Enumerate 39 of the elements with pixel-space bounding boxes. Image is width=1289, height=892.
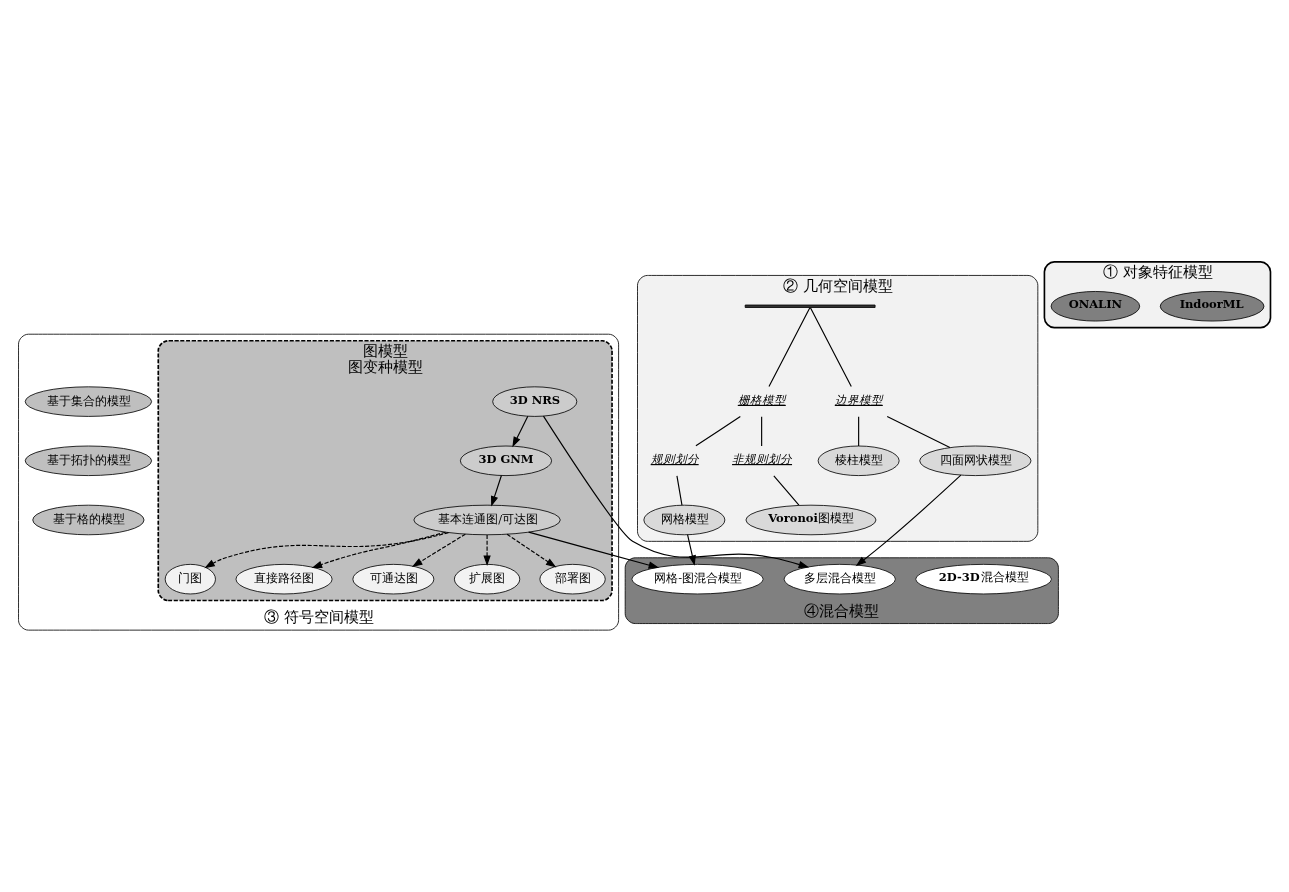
node-text: 非规则划分: [732, 452, 793, 467]
node-ellipse: 基本连通图/可达图: [413, 504, 561, 536]
connector: [676, 475, 683, 506]
arrow: [855, 474, 962, 567]
node-ellipse: 3D GNM: [459, 445, 552, 476]
connector: [768, 307, 811, 388]
connector: [886, 415, 951, 448]
connector: [773, 475, 800, 506]
arrow: [506, 533, 557, 568]
node-ellipse: Voronoi图模型: [745, 504, 877, 536]
node-ellipse: ONALIN: [1050, 291, 1141, 322]
node-ellipse: 基于格的模型: [32, 504, 145, 536]
connector: [858, 416, 860, 447]
node-ellipse: 部署图: [539, 563, 606, 595]
node-ellipse: 可通达图: [352, 563, 435, 595]
arrow: [411, 533, 466, 567]
arrow: [204, 532, 450, 569]
node-text: 边界模型: [834, 392, 883, 407]
node-ellipse: 网格模型: [643, 504, 726, 536]
node-ellipse: 2D-3D混合模型: [915, 563, 1052, 595]
arrow: [311, 531, 447, 568]
node-ellipse: 3D NRS: [492, 386, 578, 417]
node-ellipse: IndoorML: [1159, 291, 1265, 322]
connector: [761, 416, 763, 447]
node-ellipse: 四面网状模型: [919, 445, 1032, 476]
arrow: [528, 531, 660, 569]
node-text: 栅格模型: [737, 392, 786, 407]
arrow: [491, 474, 502, 507]
node-bar: [744, 304, 876, 308]
node-ellipse: 基于集合的模型: [24, 386, 152, 417]
arrow: [483, 534, 491, 567]
node-text: 规则划分: [650, 452, 699, 467]
connector: [695, 415, 741, 447]
arrow: [512, 415, 529, 448]
node-ellipse: 扩展图: [453, 563, 521, 595]
node-ellipse: 基于拓扑的模型: [24, 445, 152, 476]
connector: [809, 307, 852, 388]
node-ellipse: 门图: [164, 563, 216, 595]
node-ellipse: 棱柱模型: [817, 445, 900, 476]
